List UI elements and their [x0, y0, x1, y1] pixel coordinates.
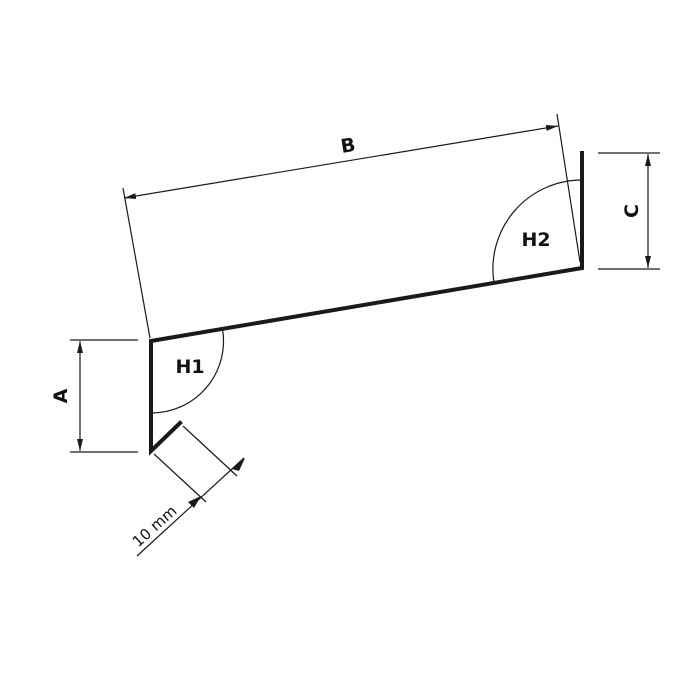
angle-h2: H2 — [492, 179, 583, 284]
dimension-a-label: A — [50, 388, 72, 403]
dimension-hem-extension-outer — [182, 425, 238, 477]
angle-h1-arc — [150, 328, 225, 414]
dimension-b: B — [122, 113, 581, 339]
dimension-b-line — [123, 125, 559, 199]
angle-h2-label: H2 — [521, 229, 550, 251]
dimension-b-label: B — [339, 134, 357, 158]
dimension-c: C — [598, 152, 660, 270]
profile-outline — [149, 151, 584, 456]
dimension-hem-arrow-outer — [232, 458, 245, 471]
dimension-b-extension-right — [556, 113, 581, 263]
angle-h1-label: H1 — [175, 356, 204, 378]
angle-h1: H1 — [150, 328, 225, 414]
dimension-c-label: C — [621, 204, 643, 218]
dimension-b-extension-left — [122, 187, 151, 339]
dimension-hem-extension-inner — [153, 453, 207, 503]
dimension-hem-arrow-inner — [188, 496, 201, 508]
dimension-hem: 10 mm — [129, 425, 245, 557]
profile-shape — [149, 151, 584, 456]
angle-h2-arc — [492, 179, 583, 284]
dimension-hem-line — [136, 457, 245, 557]
dimension-a: A — [50, 339, 138, 453]
dimension-hem-label: 10 mm — [129, 502, 181, 551]
